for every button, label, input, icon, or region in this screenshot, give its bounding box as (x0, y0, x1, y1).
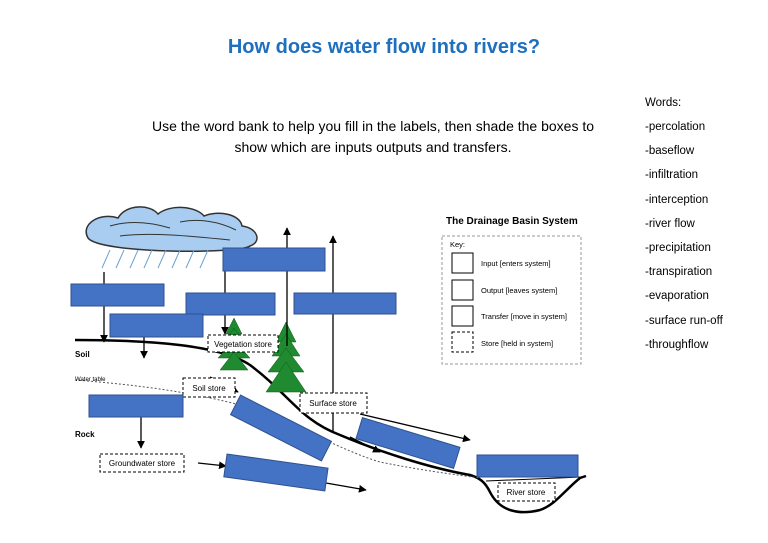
word-bank-item: -transpiration (645, 266, 713, 279)
soil-store-label: Soil store (192, 384, 226, 393)
label-box[interactable] (476, 454, 579, 478)
key-output-label: Output [leaves system] (481, 286, 557, 295)
word-bank-item: -baseflow (645, 145, 695, 158)
key-heading: The Drainage Basin System (446, 216, 578, 227)
key-store-label: Store [held in system] (481, 339, 553, 348)
label-box[interactable] (355, 416, 461, 470)
key-input-label: Input [enters system] (481, 259, 551, 268)
word-bank: Words: -percolation -baseflow -infiltrat… (645, 95, 723, 361)
word-bank-item: -infiltration (645, 169, 699, 182)
word-bank-item: -precipitation (645, 241, 711, 254)
key-transfer-label: Transfer [move in system] (481, 312, 567, 321)
word-bank-item: -river flow (645, 217, 695, 230)
page-title: How does water flow into rivers? (227, 36, 541, 58)
word-bank-item: -interception (645, 193, 709, 206)
word-bank-item: -evaporation (645, 290, 709, 303)
label-box[interactable] (109, 313, 204, 338)
label-box[interactable] (70, 283, 165, 307)
key-input-swatch (451, 252, 474, 274)
word-bank-item: -percolation (645, 121, 706, 133)
surface-store-label: Surface store (309, 399, 357, 408)
key-title: Key: (450, 240, 465, 249)
word-bank-item: -throughflow (645, 338, 709, 351)
rain-cloud-icon (85, 206, 258, 269)
word-bank-title: Words: (645, 97, 682, 109)
label-box[interactable] (222, 247, 326, 272)
water-table-label: Water table (75, 377, 106, 383)
rock-label: Rock (75, 430, 95, 439)
instructions: Use the word bank to help you fill in th… (151, 118, 595, 155)
vegetation-store-box (207, 334, 279, 353)
river-store-box (497, 482, 556, 502)
soil-label: Soil (75, 350, 90, 359)
water-table-line (74, 379, 481, 479)
label-box[interactable] (185, 292, 276, 316)
tree-icon (265, 321, 307, 393)
river-water-line (485, 476, 583, 482)
label-box[interactable] (293, 292, 397, 315)
river-store-label: River store (507, 488, 546, 497)
groundwater-store-box (99, 453, 185, 473)
key-store-swatch (451, 331, 474, 353)
soil-store-box (182, 377, 236, 398)
groundwater-store-label: Groundwater store (109, 459, 176, 468)
key-transfer-swatch (451, 305, 474, 327)
word-bank-item: -surface run-off (645, 314, 723, 327)
key-output-swatch (451, 279, 474, 301)
label-box[interactable] (88, 394, 184, 418)
surface-store-box (299, 392, 368, 414)
label-box[interactable] (223, 453, 329, 492)
key-panel (441, 235, 582, 365)
label-box[interactable] (229, 394, 333, 462)
vegetation-store-label: Vegetation store (214, 340, 272, 349)
